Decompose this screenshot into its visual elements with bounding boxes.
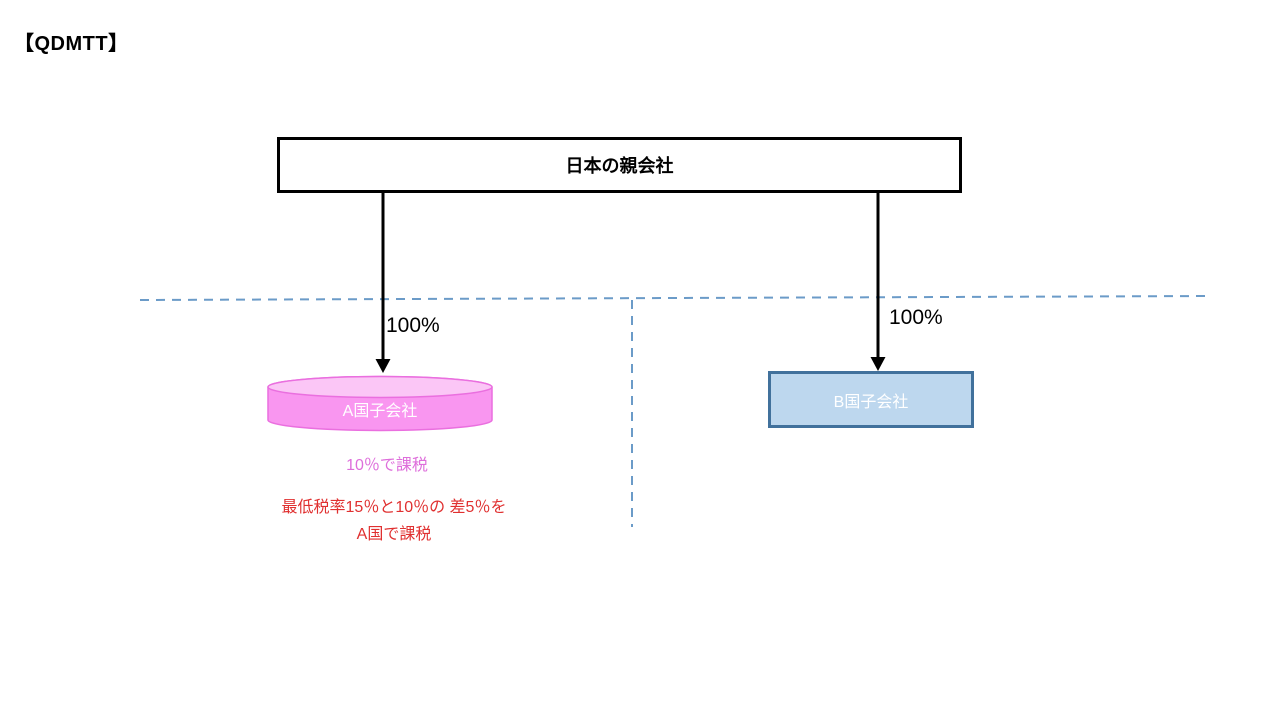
subsidiary-a-tax-note: 10％で課税: [346, 457, 428, 474]
subsidiary-a-label: A国子会社: [342, 403, 418, 420]
jurisdiction-border-horizontal: [139, 295, 1213, 301]
subsidiary-b-box: B国子会社: [768, 371, 974, 428]
subsidiary-a-cylinder: [267, 375, 493, 432]
ownership-percentage-left: 100%: [386, 314, 440, 337]
parent-company-label: 日本の親会社: [565, 156, 674, 176]
qdmtt-note-line2: A国で課税: [356, 526, 432, 543]
page-title: 【QDMTT】: [14, 33, 129, 55]
ownership-arrow-right-head: [870, 357, 886, 371]
parent-company-box: 日本の親会社: [277, 137, 962, 193]
qdmtt-note-line1: 最低税率15％と10％の 差5％を: [281, 499, 507, 516]
subsidiary-a-cylinder-top: [267, 375, 493, 399]
qdmtt-note: 最低税率15％と10％の 差5％を A国で課税: [194, 494, 594, 548]
ownership-arrow-left-head: [375, 359, 391, 373]
ownership-percentage-right: 100%: [889, 306, 943, 329]
subsidiary-b-label: B国子会社: [833, 393, 909, 411]
